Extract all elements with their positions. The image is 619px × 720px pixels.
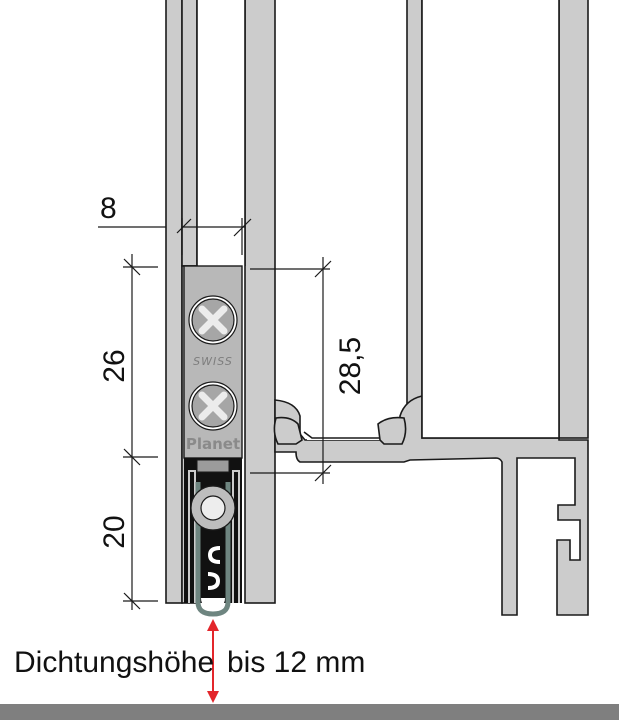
door-face-bar [244,0,276,604]
gasket-clip-right [377,416,407,445]
screw-icon-bottom [188,381,238,431]
dimension-upper-height-label: 26 [98,349,131,382]
floor [0,704,619,720]
caption-seal-height-right: bis 12 mm [227,646,365,679]
brand-planet: Planet [186,435,240,453]
dimension-lower-height-label: 20 [98,515,131,548]
seal-height-arrow [207,619,219,703]
dimension-lines [98,218,332,610]
seal-gasket [195,482,231,617]
gasket-clip-left [273,416,303,445]
caption-seal-height-left: Dichtungshöhe [14,646,214,679]
screw-icon-top [188,295,238,345]
brand-swiss: SWISS [193,355,233,368]
dimension-width-label: 8 [100,192,117,225]
dimension-frame-offset-label: 28,5 [334,337,367,395]
frame-inner-cavity [421,0,560,439]
seal-housing: SWISS Planet [181,265,243,617]
door-leaf-outer-strip [165,0,183,604]
